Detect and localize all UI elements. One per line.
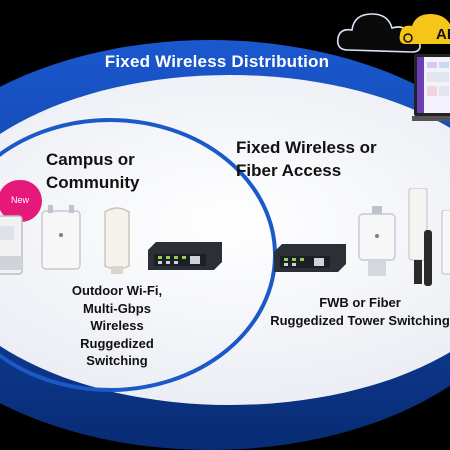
inner-panel xyxy=(0,75,450,405)
campus-desc-line: Switching xyxy=(86,353,148,368)
outdoor-ap-icon xyxy=(0,215,23,275)
access-heading: Fixed Wireless or Fiber Access xyxy=(236,136,426,182)
access-description: FWB or Fiber Ruggedized Tower Switching xyxy=(250,294,450,329)
campus-description: Outdoor Wi-Fi, Multi-Gbps Wireless Rugge… xyxy=(52,282,182,370)
campus-desc-line: Multi-Gbps xyxy=(83,300,151,316)
diagram-title: Fixed Wireless Distribution xyxy=(104,52,330,71)
cloud-icon xyxy=(336,13,421,53)
outdoor-ap-icon xyxy=(41,205,81,270)
ai-cloud-badge xyxy=(399,14,450,44)
campus-desc-line: Ruggedized xyxy=(80,335,154,351)
access-desc-line: FWB or Fiber xyxy=(319,295,401,310)
laptop-dashboard-icon xyxy=(412,54,450,121)
sector-antenna-icon xyxy=(104,207,130,274)
outdoor-ap-icon xyxy=(441,210,450,275)
campus-desc-line: Outdoor Wi-Fi, xyxy=(71,283,163,298)
access-heading-line2: Fiber Access xyxy=(236,161,342,180)
tower-radio-icon xyxy=(408,188,428,284)
campus-desc-line: Wireless xyxy=(90,318,144,333)
new-badge: New xyxy=(0,180,42,222)
ruggedized-switch-icon xyxy=(274,244,346,272)
outdoor-ap-icon xyxy=(358,206,396,276)
campus-heading-line2: Community xyxy=(46,173,140,192)
cloud-label: AI xyxy=(436,26,450,43)
access-heading-line1: Fixed Wireless or xyxy=(236,138,377,157)
campus-heading: Campus or Community xyxy=(46,148,186,194)
tower-radio-icon xyxy=(424,230,432,286)
campus-heading-line1: Campus or xyxy=(46,150,135,169)
ruggedized-switch-icon xyxy=(148,242,222,270)
access-desc-line: Ruggedized Tower Switching xyxy=(270,312,450,328)
